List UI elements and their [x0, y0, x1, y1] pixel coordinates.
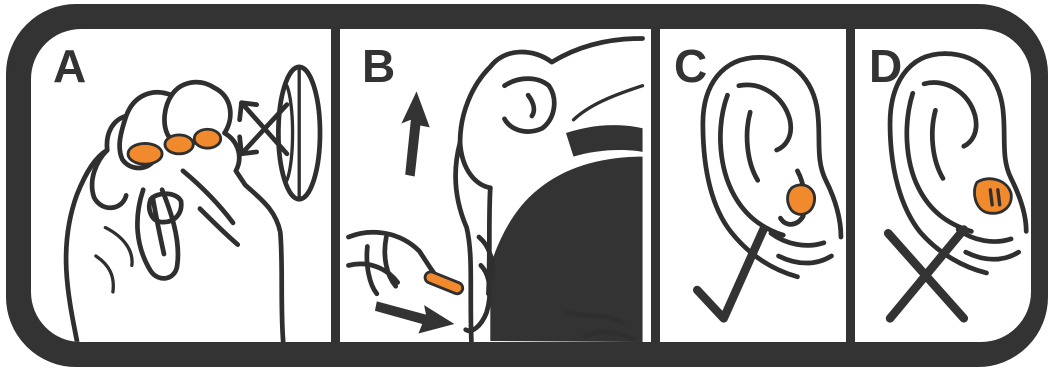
- earplug-icon: [786, 183, 816, 216]
- ear-incorrect-illustration: [883, 51, 1029, 323]
- panel-b: B: [340, 29, 651, 342]
- panel-d: D: [855, 29, 1031, 342]
- panel-letter: A: [53, 40, 87, 92]
- pulling-ear-illustration: [346, 36, 645, 342]
- arrow-right-icon: [374, 301, 455, 334]
- ear-correct-illustration: [692, 55, 844, 323]
- hand-rolling-earplug-illustration: [63, 64, 323, 342]
- panel-a: A: [31, 29, 331, 342]
- compress-earplug-icon: [237, 64, 323, 202]
- earplug-instructions-frame: A: [6, 4, 1048, 367]
- check-mark-icon: [692, 225, 768, 323]
- panel-letter: C: [674, 40, 708, 92]
- earplug-icon: [973, 177, 1013, 215]
- panel-letter: B: [362, 40, 396, 92]
- arrow-up-icon: [401, 91, 430, 177]
- panel-letter: D: [869, 40, 903, 92]
- panel-c: C: [660, 29, 846, 342]
- earplug-icon: [126, 142, 164, 166]
- cross-mark-icon: [883, 225, 969, 323]
- earplug-icon: [423, 270, 465, 296]
